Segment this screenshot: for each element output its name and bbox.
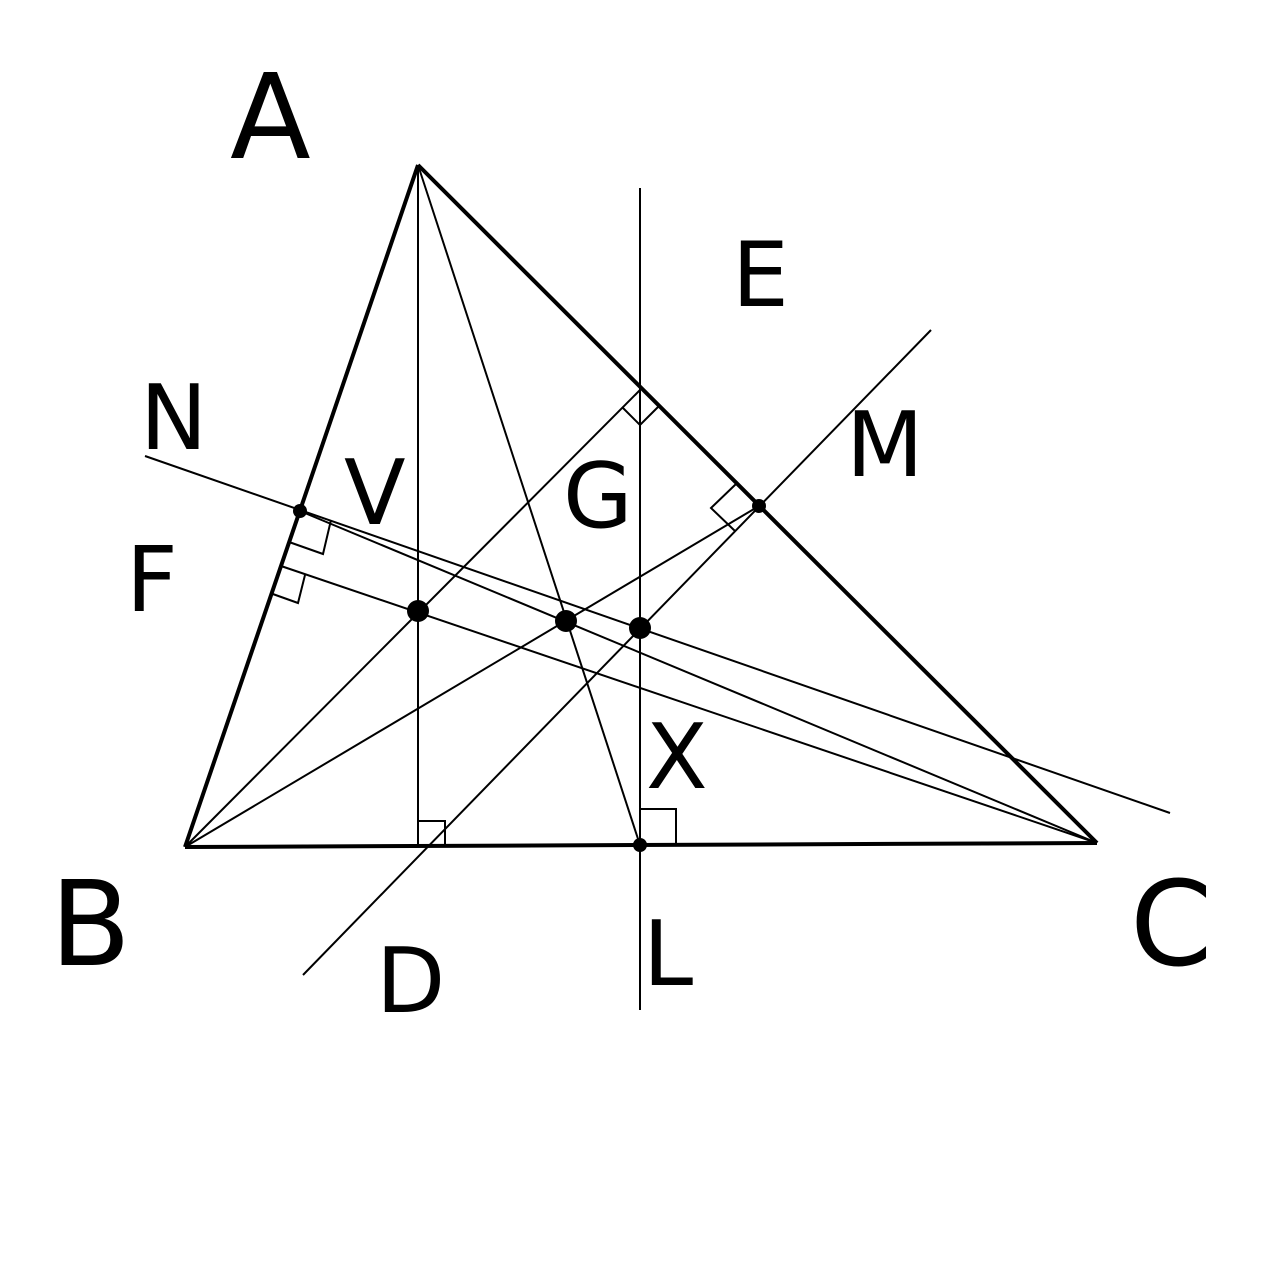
perpendicular-bisector-n [144, 455, 1171, 814]
label-g: G [563, 444, 633, 549]
label-c: C [1130, 855, 1212, 993]
right-angle-mark-v [288, 519, 332, 556]
label-m: M [846, 393, 924, 498]
right-angle-mark-m [709, 483, 737, 532]
label-e: E [732, 223, 789, 328]
label-a: A [230, 48, 311, 186]
point-circumcenter [629, 617, 651, 639]
label-v: V [344, 441, 406, 546]
median-c [299, 510, 1098, 844]
label-x: X [646, 705, 708, 810]
median-a [417, 164, 641, 846]
label-f: F [126, 528, 178, 633]
label-d: D [376, 929, 445, 1034]
right-angle-mark-d [418, 820, 446, 846]
point-m [752, 499, 766, 513]
right-angle-mark-f [269, 574, 306, 605]
label-l: L [643, 902, 693, 1007]
label-b: B [50, 855, 131, 993]
point-l [633, 838, 647, 852]
point-centroid [555, 610, 577, 632]
median-b [184, 505, 760, 848]
label-n: N [140, 366, 207, 471]
right-angle-mark-e [621, 406, 659, 427]
right-angle-mark-l [640, 808, 677, 845]
point-orthocenter [407, 600, 429, 622]
perpendicular-bisector-m [302, 329, 932, 976]
point-v [293, 504, 307, 518]
